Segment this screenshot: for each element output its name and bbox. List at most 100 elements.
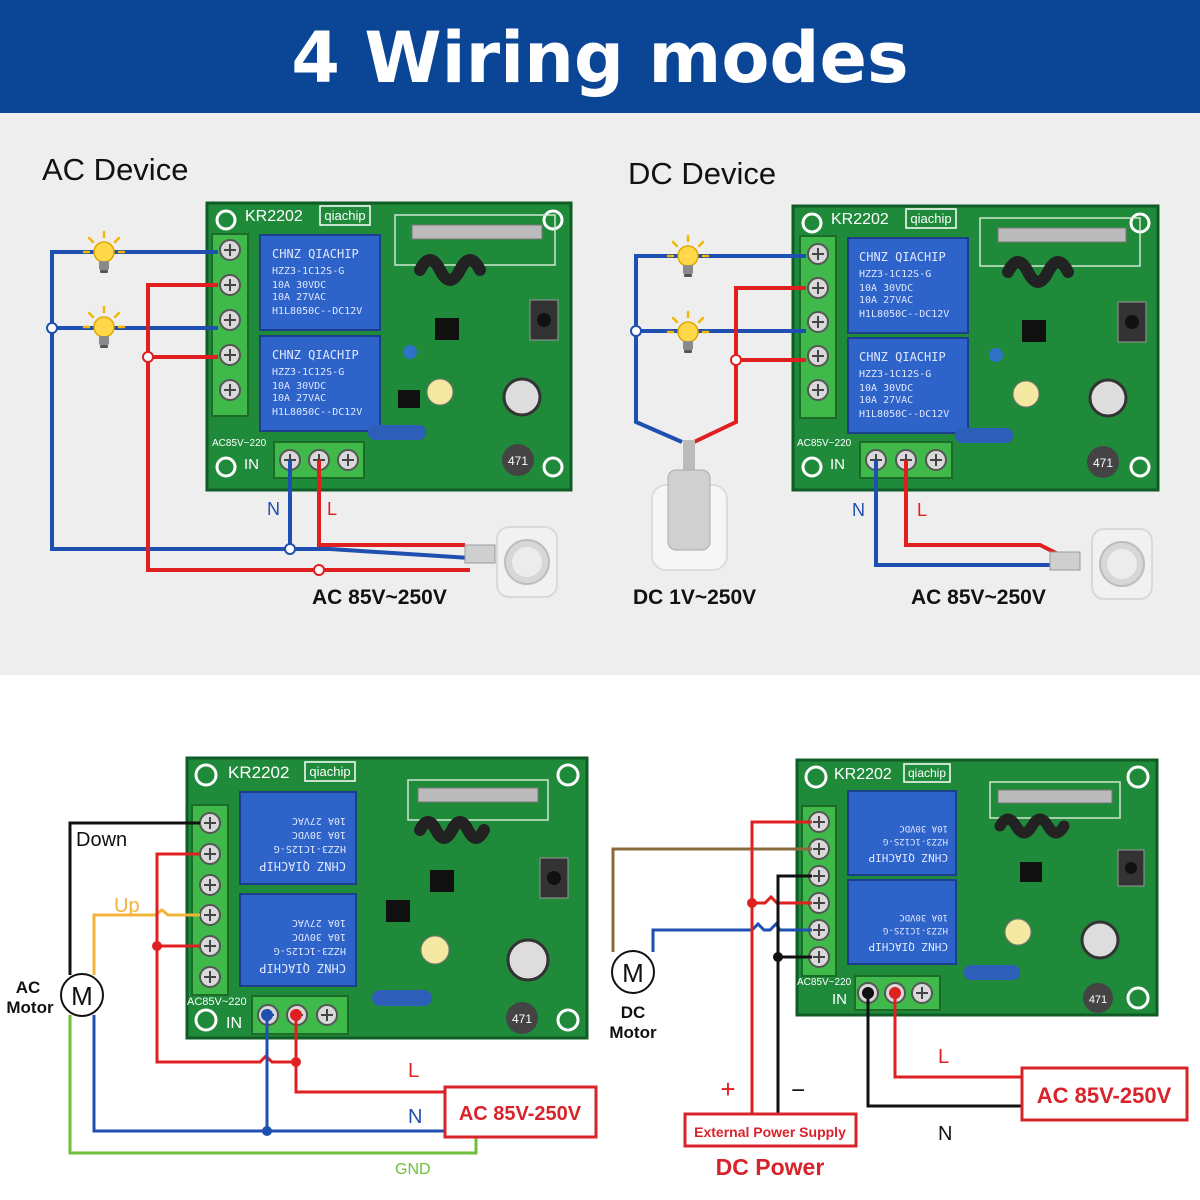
n-label: N <box>938 1123 952 1145</box>
svg-text:M: M <box>71 981 93 1011</box>
dc-device-heading: DC Device <box>628 156 776 191</box>
ac-device-wires <box>50 250 471 572</box>
dc-motor-symbol <box>611 950 655 994</box>
svg-text:10A 30VDC: 10A 30VDC <box>292 829 346 840</box>
mode-ac-device: AC Device KR2202 qiachip CHNZ QIACHIP HZ… <box>42 152 573 609</box>
svg-text:CHNZ QIACHIP: CHNZ QIACHIP <box>868 851 948 864</box>
svg-text:HZZ3-1C12S-G: HZZ3-1C12S-G <box>272 266 344 277</box>
plus-label: + <box>720 1074 735 1104</box>
minus-label: − <box>791 1077 805 1104</box>
external-power-box <box>683 1112 858 1148</box>
board-power-label: AC85V~220 <box>212 438 267 449</box>
svg-text:HZZ3-1C12S-G: HZZ3-1C12S-G <box>859 269 931 280</box>
svg-text:External Power Supply: External Power Supply <box>694 1124 846 1140</box>
inductor-label: 471 <box>508 454 528 468</box>
l-label: L <box>327 499 337 519</box>
svg-text:Motor: Motor <box>609 1023 657 1042</box>
mode-dc-motor: KR2202 qiachip CHNZ QIACHIP HZZ3-1C12S-G… <box>609 758 1189 1180</box>
svg-text:CHNZ QIACHIP: CHNZ QIACHIP <box>859 250 946 264</box>
page-title: 4 Wiring modes <box>291 17 908 99</box>
up-label: Up <box>114 895 140 917</box>
power-plug-icon <box>496 526 558 598</box>
svg-text:KR2202: KR2202 <box>228 763 289 782</box>
dc-power-label: DC Power <box>716 1154 825 1180</box>
dc-supply-label: DC 1V~250V <box>633 586 756 609</box>
svg-text:qiachip: qiachip <box>908 766 946 780</box>
svg-text:HZZ3-1C12S-G: HZZ3-1C12S-G <box>883 925 948 935</box>
ac-supply-box <box>1020 1066 1189 1122</box>
svg-text:IN: IN <box>226 1015 242 1032</box>
ac-supply-box <box>443 1085 598 1139</box>
power-plug-icon <box>1091 528 1153 600</box>
ac-supply-label: AC 85V~250V <box>911 586 1046 609</box>
svg-text:Motor: Motor <box>6 998 54 1017</box>
svg-text:CHNZ QIACHIP: CHNZ QIACHIP <box>859 350 946 364</box>
l-label: L <box>917 500 927 520</box>
svg-text:HZZ3-1C12S-G: HZZ3-1C12S-G <box>883 836 948 846</box>
l-label: L <box>408 1060 419 1082</box>
svg-text:H1L8050C--DC12V: H1L8050C--DC12V <box>859 309 949 320</box>
svg-text:HZZ3-1C12S-G: HZZ3-1C12S-G <box>274 843 346 854</box>
gnd-label: GND <box>395 1161 431 1178</box>
svg-text:10A 30VDC: 10A 30VDC <box>859 283 913 294</box>
relay-board: KR2202 qiachip CHNZ QIACHIP HZZ3-1C12S-G… <box>795 758 1159 1017</box>
n-label: N <box>267 499 280 519</box>
svg-text:10A 30VDC: 10A 30VDC <box>292 931 346 942</box>
dc-device-wires <box>634 254 1061 567</box>
relay-line-1: CHNZ QIACHIP <box>272 247 359 261</box>
svg-text:qiachip: qiachip <box>309 764 350 779</box>
svg-text:AC85V~220: AC85V~220 <box>797 977 852 988</box>
svg-text:HZZ3-1C12S-G: HZZ3-1C12S-G <box>859 369 931 380</box>
svg-text:10A 30VDC: 10A 30VDC <box>899 823 948 833</box>
board-brand: qiachip <box>324 208 365 223</box>
dc-motor-wires <box>611 820 1022 1113</box>
ac-motor-symbol <box>60 973 104 1017</box>
svg-text:H1L8050C--DC12V: H1L8050C--DC12V <box>272 306 362 317</box>
mode-ac-motor: KR2202 qiachip CHNZ QIACHIP HZZ3-1C12S-G… <box>6 756 598 1178</box>
svg-text:10A 27VAC: 10A 27VAC <box>859 295 913 306</box>
l-label: L <box>938 1046 949 1068</box>
svg-text:10A 30VDC: 10A 30VDC <box>272 280 326 291</box>
svg-text:CHNZ QIACHIP: CHNZ QIACHIP <box>259 859 346 873</box>
ac-motor-wires <box>68 821 478 1155</box>
ac-motor-label: AC <box>16 978 41 997</box>
svg-text:IN: IN <box>832 991 847 1008</box>
svg-text:KR2202: KR2202 <box>834 766 892 783</box>
relay-board: KR2202 qiachip CHNZ QIACHIP HZZ3-1C12S-G… <box>205 201 573 492</box>
board-model: KR2202 <box>245 208 303 225</box>
svg-text:HZZ3-1C12S-G: HZZ3-1C12S-G <box>272 367 344 378</box>
svg-text:10A 27VAC: 10A 27VAC <box>292 815 346 826</box>
svg-text:10A 30VDC: 10A 30VDC <box>859 383 913 394</box>
svg-text:M: M <box>622 958 644 988</box>
svg-text:KR2202: KR2202 <box>831 211 889 228</box>
svg-text:471: 471 <box>512 1012 532 1026</box>
n-label: N <box>408 1106 422 1128</box>
relay-board: KR2202 qiachip CHNZ QIACHIP HZZ3-1C12S-G… <box>791 204 1160 492</box>
svg-text:H1L8050C--DC12V: H1L8050C--DC12V <box>859 409 949 420</box>
svg-text:AC85V~220: AC85V~220 <box>187 996 247 1008</box>
board-in-label: IN <box>244 456 259 473</box>
relay-board: KR2202 qiachip CHNZ QIACHIP HZZ3-1C12S-G… <box>185 756 589 1040</box>
svg-text:10A 27VAC: 10A 27VAC <box>272 393 326 404</box>
ac-device-heading: AC Device <box>42 152 188 187</box>
mode-dc-device: DC Device KR2202 qiachip CHNZ QIACHIP HZ… <box>628 156 1160 609</box>
down-label: Down <box>76 829 127 851</box>
svg-text:AC 85V-250V: AC 85V-250V <box>1037 1083 1172 1108</box>
svg-text:AC 85V-250V: AC 85V-250V <box>459 1103 582 1125</box>
svg-text:10A 27VAC: 10A 27VAC <box>859 395 913 406</box>
svg-text:CHNZ QIACHIP: CHNZ QIACHIP <box>259 961 346 975</box>
svg-text:471: 471 <box>1093 456 1113 470</box>
svg-text:CHNZ QIACHIP: CHNZ QIACHIP <box>272 348 359 362</box>
svg-text:10A 30VDC: 10A 30VDC <box>899 912 948 922</box>
dc-motor-label: DC <box>621 1003 646 1022</box>
n-label: N <box>852 500 865 520</box>
svg-text:471: 471 <box>1089 994 1107 1006</box>
svg-text:10A 27VAC: 10A 27VAC <box>272 292 326 303</box>
ac-supply-label: AC 85V~250V <box>312 586 447 609</box>
title-banner <box>0 0 1200 113</box>
svg-text:CHNZ QIACHIP: CHNZ QIACHIP <box>868 940 948 953</box>
svg-text:10A 27VAC: 10A 27VAC <box>292 917 346 928</box>
svg-text:AC85V~220: AC85V~220 <box>797 438 852 449</box>
